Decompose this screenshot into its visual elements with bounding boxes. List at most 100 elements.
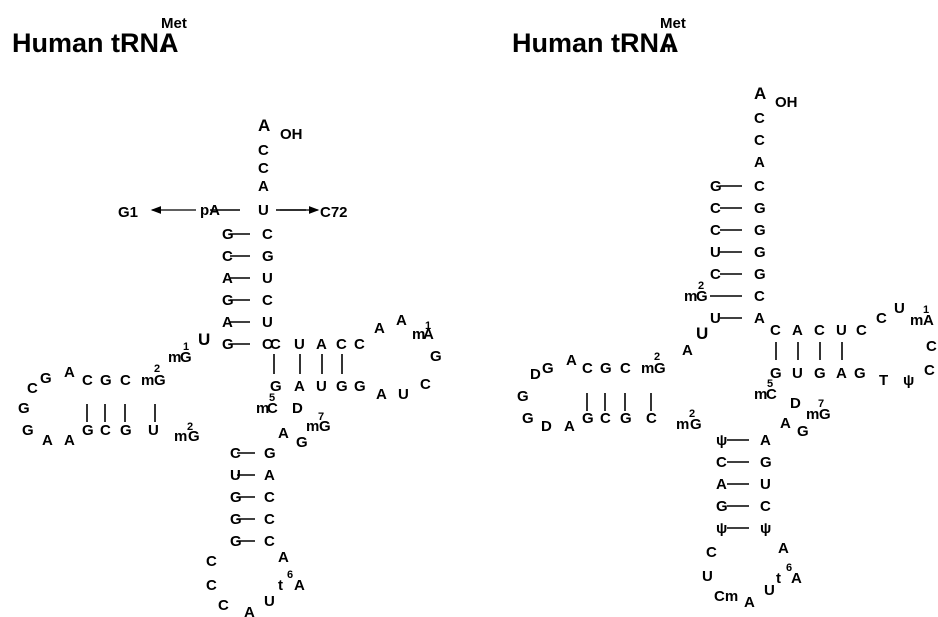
right-modification-superscript: 5 [767,378,773,390]
left-nucleotide: C [27,380,38,397]
right-nucleotide: Cm [714,588,738,605]
right-nucleotide: U [702,568,713,585]
left-nucleotide: A [294,378,305,395]
left-nucleotide: U [258,202,269,219]
left-nucleotide: A [374,320,385,337]
right-nucleotide: C [646,410,657,427]
left-nucleotide: D [292,400,303,417]
left-nucleotide: G [222,292,234,309]
left-nucleotide: A [64,364,75,381]
right-nucleotide: C [710,266,721,283]
right-nucleotide: G [754,266,766,283]
left-nucleotide: C [270,336,281,353]
left-title-sub: i [163,39,167,56]
right-nucleotide: A [754,154,765,171]
right-nucleotide: U [764,582,775,599]
right-modification-superscript: 2 [654,351,660,363]
right-nucleotide: U [710,244,721,261]
left-nucleotide: C [206,577,217,594]
left-modification-superscript: 5 [269,392,275,404]
right-nucleotide: D [530,366,541,383]
left-nucleotide: C [82,372,93,389]
left-nucleotide: A [222,314,233,331]
left-nucleotide: G [120,422,132,439]
right-title-text: Human tRNA [512,28,679,58]
left-nucleotide: G [264,445,276,462]
left-nucleotide: A [376,386,387,403]
left-modification-superscript: 2 [154,363,160,375]
right-nucleotide: D [790,395,801,412]
right-nucleotide: C [582,360,593,377]
left-nucleotide: U [148,422,159,439]
left-title-sup: Met [161,15,187,32]
left-nucleotide: C [100,422,111,439]
left-nucleotide: U [230,467,241,484]
left-title: Human tRNA Met i [12,15,187,58]
right-nucleotide: C [710,222,721,239]
right-nucleotide: m [754,386,767,403]
left-nucleotide: C [262,226,273,243]
left-nucleotide: G [319,418,331,435]
left-nucleotide: C [262,336,273,353]
left-nucleotide: m [256,400,269,417]
right-nucleotide: G [754,244,766,261]
right-nucleotide: C [620,360,631,377]
right-nucleotide: G [716,498,728,515]
right-nucleotide: G [760,454,772,471]
left-modification-superscript: 2 [187,421,193,433]
right-nucleotide: m [684,288,697,305]
right-nucleotide: G [690,416,702,433]
right-nucleotide: A [566,352,577,369]
left-nucleotide: t [278,577,283,594]
left-nucleotide: C [354,336,365,353]
right-title-sub: m [662,39,675,56]
right-nucleotide: G [654,360,666,377]
left-nucleotide: A [423,326,434,343]
right-nucleotide: A [792,322,803,339]
left-nucleotide: C [262,292,273,309]
left-modification-superscript: 6 [287,569,293,581]
right-nucleotide: A [760,432,771,449]
right-nucleotide: G [517,388,529,405]
left-title-text: Human tRNA [12,28,179,58]
right-modification-superscript: 7 [818,398,824,410]
right-nucleotide: m [806,406,819,423]
right-nucleotide: C [760,498,771,515]
left-nucleotide: G [336,378,348,395]
right-nucleotide: ψ [903,372,914,389]
right-nucleotide: ψ [716,520,727,537]
right-nucleotide: m [641,360,654,377]
left-nucleotide: G [270,378,282,395]
right-nucleotide: A [780,415,791,432]
right-nucleotide: m [910,312,923,329]
left-nucleotide: U [262,314,273,331]
left-nucleotide: U [198,330,210,349]
left-nucleotide: OH [280,126,303,143]
right-nucleotide: C [600,410,611,427]
left-nucleotide: C [222,248,233,265]
left-nucleotide: C [258,142,269,159]
right-nucleotide: C [754,178,765,195]
left-nucleotide: m [141,372,154,389]
right-nucleotide: C [754,110,765,127]
right-nucleotide: U [696,324,708,343]
right-nucleotide: C [924,362,935,379]
right-nucleotide: G [620,410,632,427]
right-nucleotide: U [792,365,803,382]
left-nucleotide: C [267,400,278,417]
right-nucleotide: D [541,418,552,435]
left-nucleotide: A [258,178,269,195]
right-nucleotide: C [754,132,765,149]
right-title-sup: Met [660,15,686,32]
left-nucleotide: A [264,467,275,484]
left-nucleotide: C72 [320,204,348,221]
right-nucleotide: G [522,410,534,427]
right-nucleotide: A [754,84,766,103]
right-nucleotide: U [760,476,771,493]
left-nucleotide: m [306,418,319,435]
left-nucleotide: U [264,593,275,610]
left-nucleotide: C [230,445,241,462]
right-nucleotide: OH [775,94,798,111]
